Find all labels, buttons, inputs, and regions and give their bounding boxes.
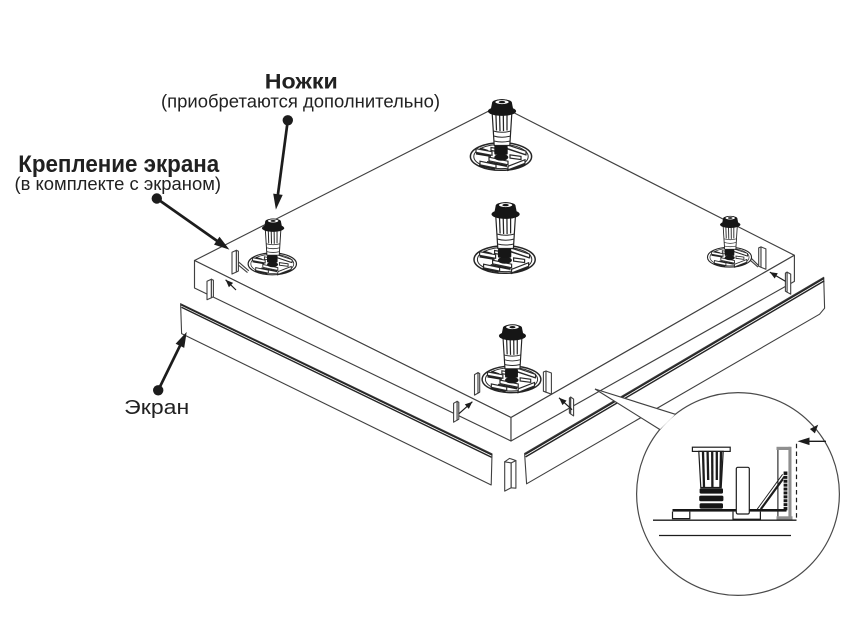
svg-text:(в комплекте с экраном): (в комплекте с экраном)	[15, 173, 222, 194]
svg-text:Ножки: Ножки	[265, 70, 338, 94]
svg-text:(приобретаются дополнительно): (приобретаются дополнительно)	[161, 91, 440, 112]
svg-text:Крепление экрана: Крепление экрана	[18, 151, 220, 178]
svg-text:Экран: Экран	[124, 397, 189, 419]
